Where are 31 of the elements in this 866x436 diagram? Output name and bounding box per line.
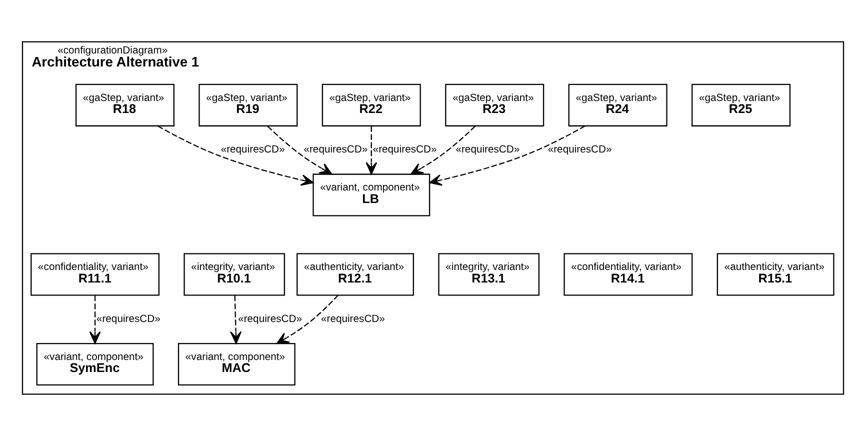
node-box: «confidentiality, variant» R14.1 [564, 253, 693, 296]
node-box: «gaStep, variant» R23 [445, 84, 544, 126]
edge-label: «requiresCD» [220, 144, 285, 156]
arrow [410, 126, 476, 175]
node-box: «gaStep, variant» R19 [198, 84, 298, 126]
node-box: «variant, component» SymEnc [36, 342, 154, 386]
edge-label: «requiresCD» [96, 314, 160, 325]
edge-label: «requiresCD» [372, 144, 437, 156]
node-box: «gaStep, variant» R22 [322, 84, 421, 126]
edge-label: «requiresCD» [321, 314, 385, 325]
edge-label: «requiresCD» [304, 144, 368, 156]
node-box: «gaStep, variant» R25 [692, 84, 791, 126]
arrow [89, 295, 101, 344]
node-box: «gaStep, variant» R18 [75, 84, 174, 126]
edge-label: «requiresCD» [548, 144, 612, 156]
arrow [267, 126, 332, 175]
edge-label: «requiresCD» [456, 144, 520, 156]
arrow [366, 126, 378, 175]
node-box: «authenticity, variant» R15.1 [716, 253, 834, 296]
node-box: «gaStep, variant» R24 [568, 84, 668, 126]
edge-label: «requiresCD» [238, 314, 302, 325]
arrow [157, 125, 314, 186]
node-box: «integrity, variant» R10.1 [184, 253, 286, 296]
node-box: «confidentiality, variant» R11.1 [30, 253, 160, 296]
node-box: «authenticity, variant» R12.1 [296, 253, 414, 296]
node-box: «integrity, variant» R13.1 [438, 253, 540, 296]
arrow [276, 294, 338, 344]
arrow [429, 125, 586, 186]
node-box: «variant, component» MAC [178, 342, 296, 386]
arrow [230, 295, 242, 344]
node-box: «variant, component» LB [312, 174, 430, 216]
